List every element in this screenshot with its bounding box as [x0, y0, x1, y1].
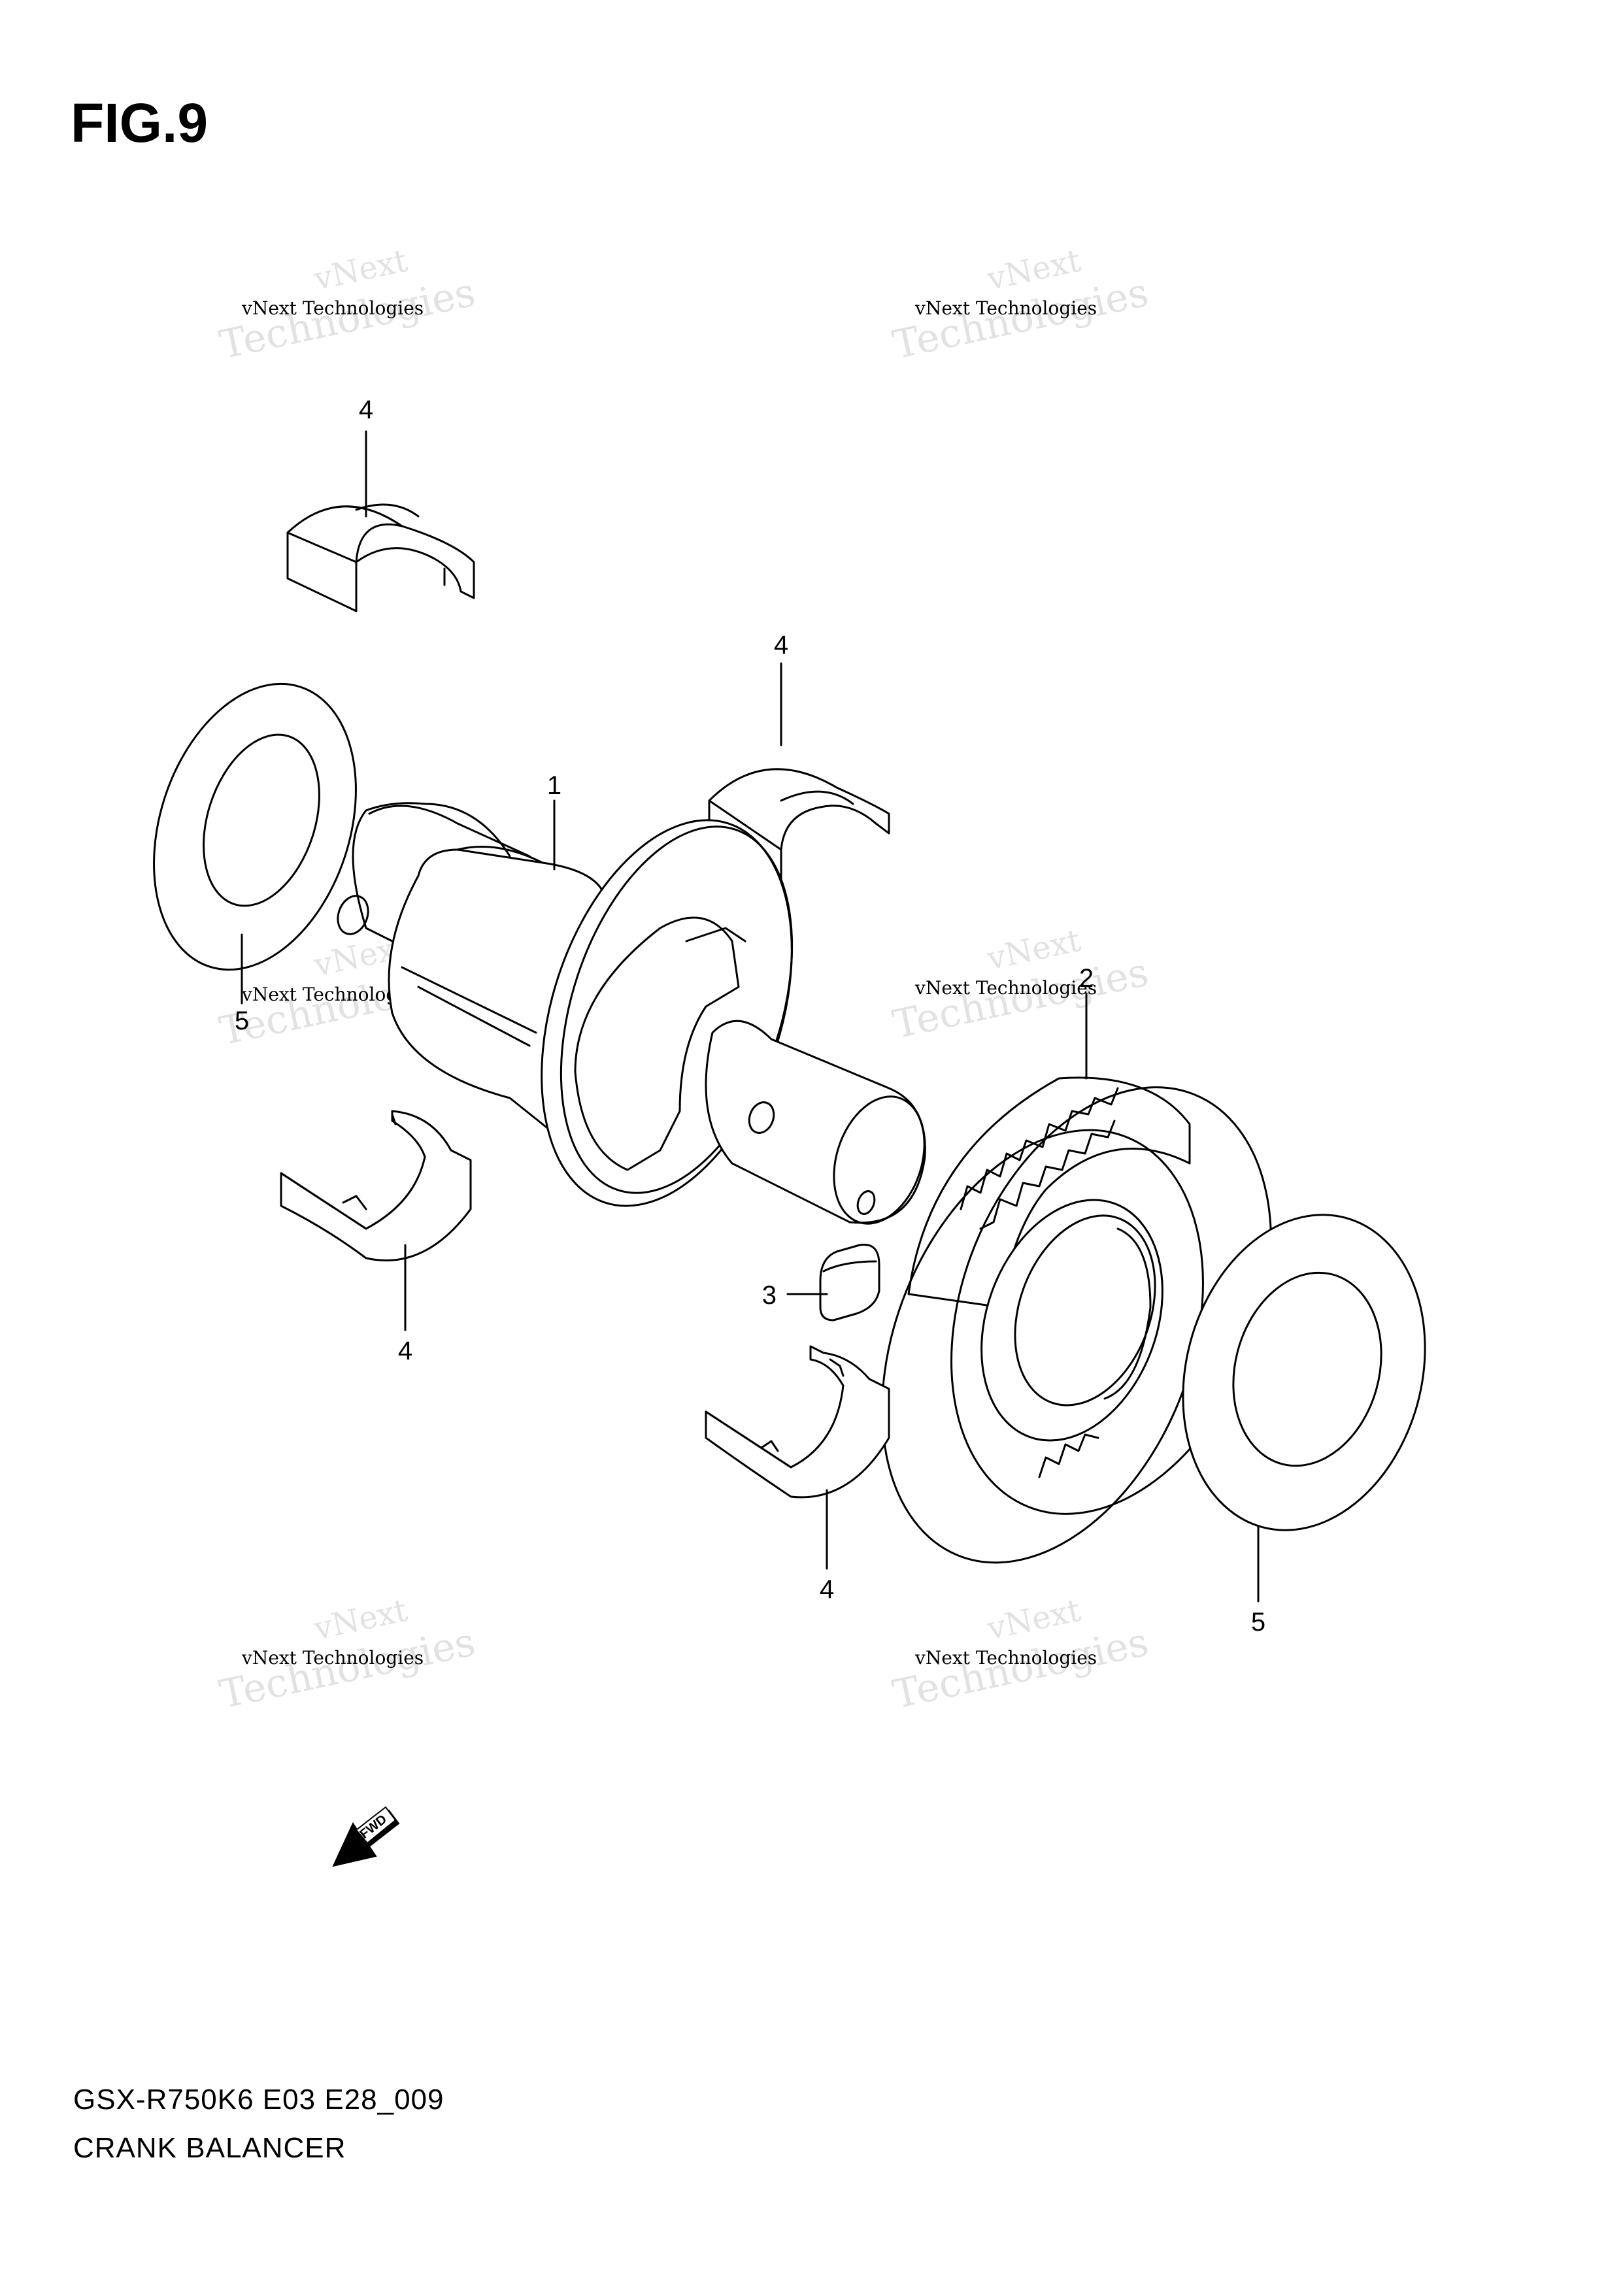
woodruff-key — [819, 1243, 880, 1322]
crank-balancer-shaft — [337, 802, 926, 1225]
bearing-lower-middle — [705, 1345, 890, 1499]
figure-name: CRANK BALANCER — [73, 2132, 346, 2164]
watermark-text: vNext Technologies — [915, 297, 1097, 319]
callout-4-bottom-middle: 4 — [820, 1575, 834, 1604]
watermark-text: vNext Technologies — [242, 1647, 424, 1669]
callout-5-right: 5 — [1251, 1608, 1265, 1637]
callout-2: 2 — [1079, 964, 1094, 993]
thrust-washer-left — [153, 682, 357, 971]
figure-title: FIG.9 — [71, 92, 209, 154]
leader-lines — [241, 430, 1260, 1603]
callout-1: 1 — [547, 771, 561, 800]
watermark-text: vNext Technologies — [915, 977, 1097, 999]
watermark-text: vNext Technologies — [915, 1647, 1097, 1669]
watermark-text: vNext Technologies — [242, 297, 424, 319]
thrust-washer-right — [1182, 1214, 1426, 1531]
figure-code: GSX-R750K6 E03 E28_009 — [73, 2084, 444, 2116]
callout-4-top-middle: 4 — [774, 631, 788, 659]
fwd-arrow-icon: FWD — [332, 1806, 400, 1867]
callout-5-left: 5 — [235, 1007, 249, 1035]
callout-3: 3 — [762, 1281, 777, 1310]
callout-4-top-left: 4 — [359, 395, 373, 424]
bearing-lower-left — [280, 1110, 472, 1261]
bearing-upper-left — [286, 503, 475, 612]
callout-4-bottom-left: 4 — [398, 1337, 412, 1365]
